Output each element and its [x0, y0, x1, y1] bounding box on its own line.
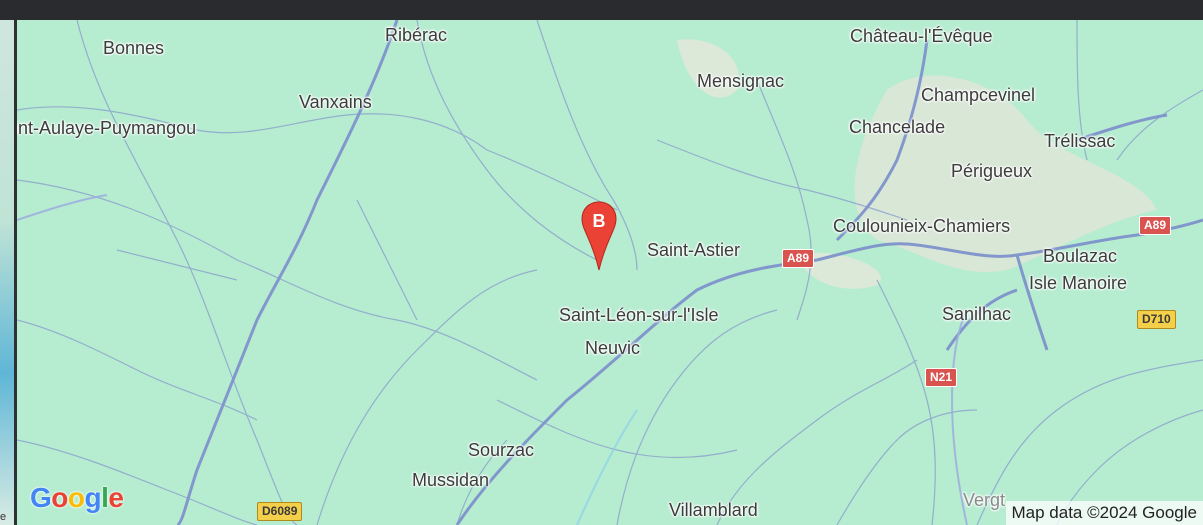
- place-label-mensignac: Mensignac: [697, 71, 785, 91]
- place-label-chancelade: Chancelade: [849, 117, 946, 137]
- road-shield-d6089: D6089: [257, 502, 303, 521]
- place-label-saint-aulaye: int-Aulaye-Puymangou: [17, 118, 197, 138]
- road-shield-n21: N21: [925, 368, 958, 387]
- place-label-villamblard: Villamblard: [669, 500, 758, 520]
- map-roads: [17, 20, 1203, 525]
- left-panel-edge: e: [0, 20, 14, 525]
- place-label-neuvic: Neuvic: [585, 338, 641, 358]
- top-bar: [0, 0, 1203, 20]
- road-shield-d710: D710: [1137, 310, 1176, 329]
- place-label-saint-astier: Saint-Astier: [647, 240, 741, 260]
- road-shield-a89: A89: [782, 249, 815, 268]
- place-label-bonnes: Bonnes: [103, 38, 165, 58]
- place-label-coulounieix: Coulounieix-Chamiers: [833, 216, 1011, 236]
- map-marker-pin[interactable]: B: [580, 200, 618, 274]
- place-label-chateau-leveque: Château-l'Évêque: [850, 26, 993, 46]
- place-label-trelissac: Trélissac: [1044, 131, 1116, 151]
- place-label-champcevinel: Champcevinel: [921, 85, 1036, 105]
- map-marker-label: B: [592, 211, 606, 231]
- place-label-isle-manoire: Isle Manoire: [1029, 273, 1128, 293]
- place-label-perigueux: Périgueux: [951, 161, 1033, 181]
- place-label-sourzac: Sourzac: [468, 440, 535, 460]
- map-attribution[interactable]: Map data ©2024 Google: [1005, 501, 1203, 525]
- place-label-riberac: Ribérac: [385, 25, 448, 45]
- place-label-saint-leon: Saint-Léon-sur-l'Isle: [559, 305, 719, 325]
- map-view[interactable]: Bonnes Ribérac Château-l'Évêque Vanxains…: [17, 20, 1203, 525]
- place-label-mussidan: Mussidan: [412, 470, 490, 490]
- place-label-boulazac: Boulazac: [1043, 246, 1118, 266]
- road-shield-a89-east: A89: [1139, 216, 1172, 235]
- place-label-vergt: Vergt: [963, 490, 1006, 510]
- left-panel-text: e: [0, 511, 7, 523]
- place-label-sanilhac: Sanilhac: [942, 304, 1012, 324]
- google-logo: Google: [30, 482, 124, 513]
- map-pin-icon: [581, 201, 617, 271]
- place-label-vanxains: Vanxains: [299, 92, 372, 112]
